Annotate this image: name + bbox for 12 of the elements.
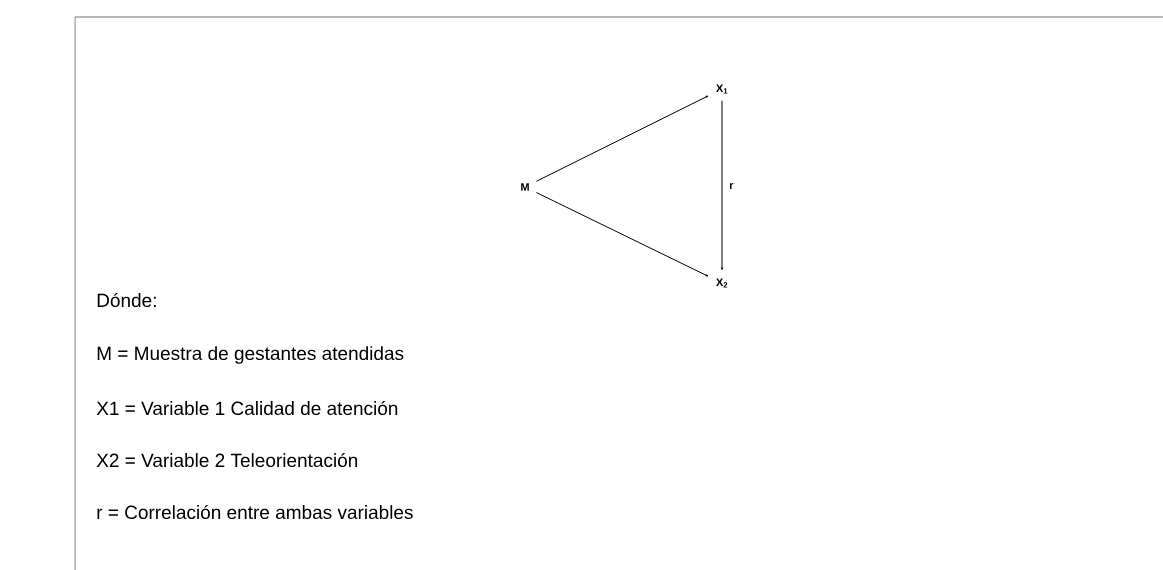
legend-text: X1 = Variable 1 Calidad de atención (96, 400, 398, 416)
node-label: X$_{1}$ (716, 84, 728, 94)
legend-text: M = Muestra de gestantes atendidas (97, 346, 404, 364)
arrow (721, 100, 723, 271)
edge-label: r (728, 182, 735, 190)
node-label: M (521, 183, 529, 191)
legend-text: X2 = Variable 2 Teleorientación (96, 452, 358, 468)
arrow (535, 192, 709, 277)
node-label: X$_{2}$ (716, 278, 728, 288)
legend-text: r = Correlación entre ambas variables (97, 504, 413, 520)
legend-text: Dónde: (97, 292, 156, 308)
arrow (535, 95, 709, 182)
